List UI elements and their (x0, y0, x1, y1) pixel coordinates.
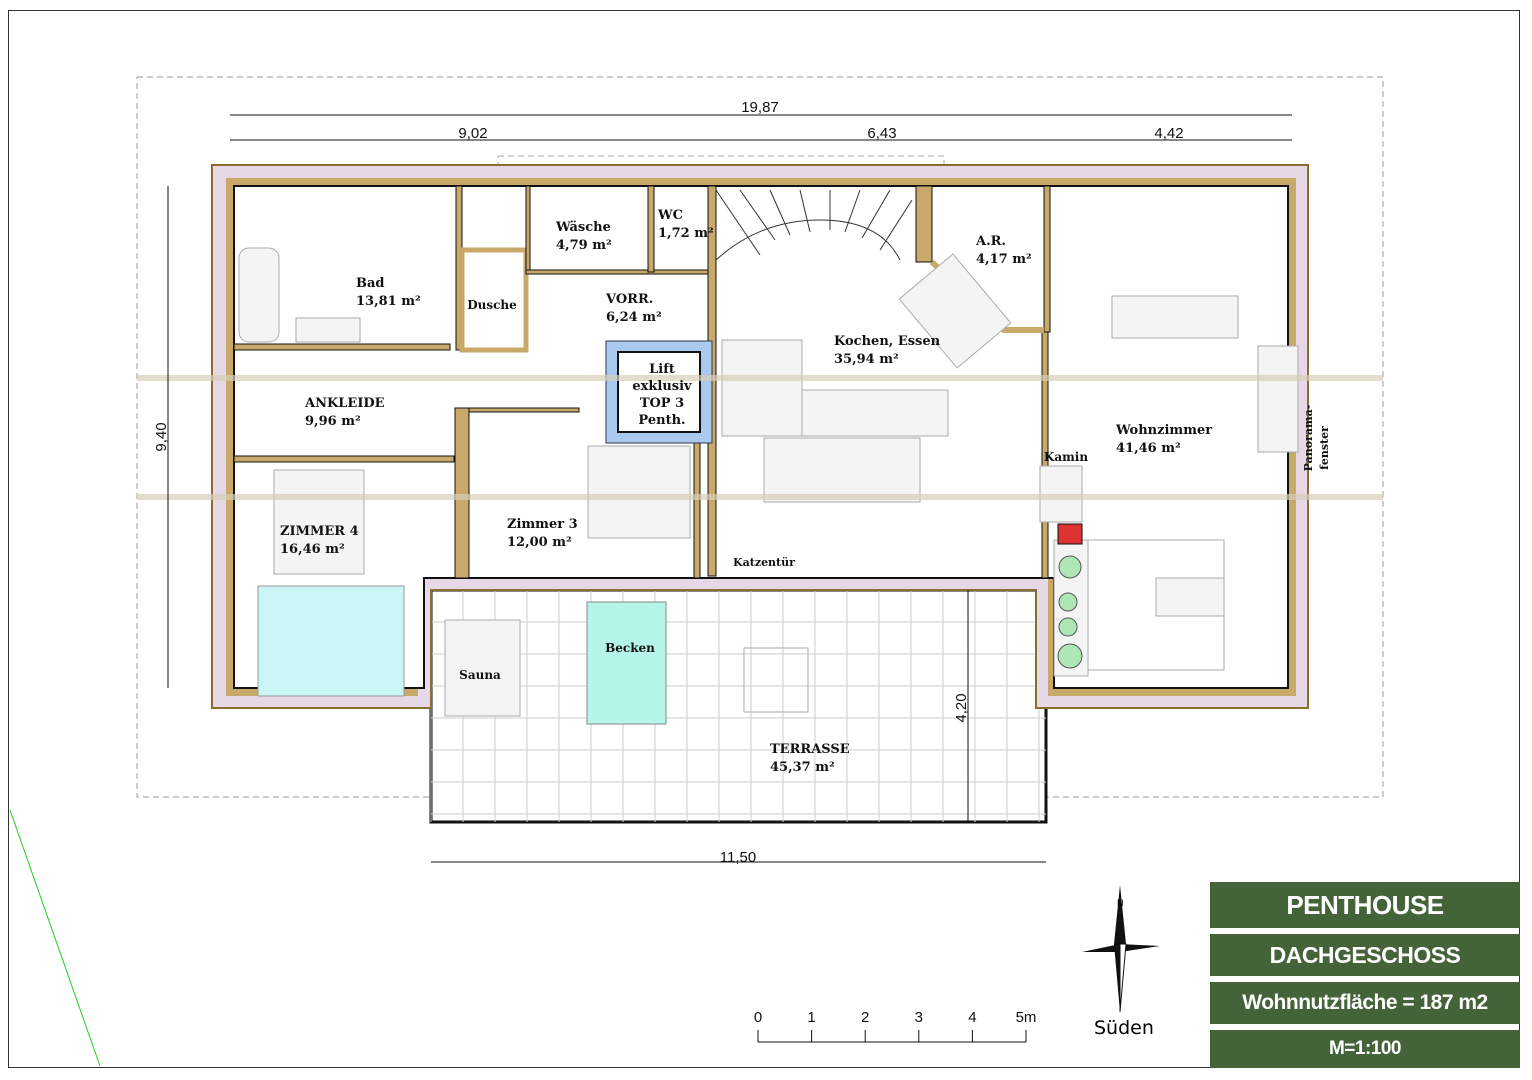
scale-label: 2 (861, 1009, 869, 1026)
room-area-zimmer-3: 12,00 m² (507, 535, 572, 550)
roof-outline (136, 76, 1384, 798)
skylight (257, 585, 405, 697)
label-panorama-1: Panorama- (1302, 405, 1315, 472)
label-lift-4: Penth. (638, 413, 685, 428)
compass-north: N (1117, 898, 1124, 908)
title-area: Wohnnutzfläche = 187 m2 (1210, 982, 1520, 1024)
room-name-w-sche: Wäsche (555, 220, 611, 235)
scale-bar: 0 1 2 3 4 5m (754, 1009, 1037, 1043)
label-lift-3: TOP 3 (640, 396, 684, 411)
room-area-vorr-: 6,24 m² (606, 310, 662, 325)
furniture (238, 247, 1299, 677)
dim-seg3: 4,42 (1154, 125, 1183, 142)
room-name-vorr-: VORR. (605, 292, 653, 307)
room-name-wc: WC (657, 208, 683, 223)
dim-terrace-depth: 4,20 (953, 693, 970, 722)
label-dusche: Dusche (467, 298, 517, 312)
lift (605, 340, 713, 444)
sauna (444, 619, 521, 717)
dimension-lines (167, 114, 1292, 863)
drawing-frame (8, 10, 1520, 1068)
label-lift-2: exklusiv (632, 379, 692, 394)
title-dachgeschoss: DACHGESCHOSS (1210, 934, 1520, 976)
compass-icon: N Süden (1082, 885, 1160, 1039)
staircase (715, 189, 913, 261)
room-area-wohnzimmer: 41,46 m² (1116, 441, 1181, 456)
title-scale: M=1:100 (1210, 1030, 1520, 1068)
label-sauna: Sauna (459, 668, 501, 682)
grid-axes (137, 375, 1383, 500)
pool (586, 601, 667, 725)
room-name-terrasse: TERRASSE (770, 742, 850, 757)
label-katzentuer: Katzentür (733, 556, 795, 569)
dim-total-width: 19,87 (741, 99, 779, 116)
label-becken: Becken (605, 641, 655, 655)
scale-label: 3 (915, 1009, 923, 1026)
label-panorama-2: fenster (1318, 426, 1331, 470)
lounge-table (743, 647, 809, 713)
room-area-terrasse: 45,37 m² (770, 760, 835, 775)
dim-depth: 9,40 (153, 422, 170, 451)
room-name-bad: Bad (356, 276, 385, 291)
site-line (9, 809, 101, 1067)
room-name-wohnzimmer: Wohnzimmer (1115, 423, 1212, 438)
dim-seg1: 9,02 (458, 125, 487, 142)
scale-label: 0 (754, 1009, 762, 1026)
room-area-wc: 1,72 m² (658, 226, 714, 241)
room-name-a-r-: A.R. (975, 234, 1006, 249)
room-name-zimmer-4: ZIMMER 4 (280, 524, 359, 539)
label-lift-1: Lift (649, 362, 675, 377)
terrace (429, 588, 1048, 824)
room-area-ankleide: 9,96 m² (305, 414, 361, 429)
scale-label: 1 (807, 1009, 815, 1026)
scale-label: 4 (968, 1009, 976, 1026)
dim-seg2: 6,43 (867, 125, 896, 142)
scale-label: 5m (1016, 1009, 1037, 1026)
label-kamin: Kamin (1044, 450, 1088, 464)
title-penthouse: PENTHOUSE (1210, 882, 1520, 928)
room-area-kochen-essen: 35,94 m² (834, 352, 899, 367)
room-name-ankleide: ANKLEIDE (304, 396, 385, 411)
room-area-w-sche: 4,79 m² (556, 238, 612, 253)
plants (1057, 555, 1083, 669)
room-area-zimmer-4: 16,46 m² (280, 542, 345, 557)
fireplace (1057, 523, 1083, 545)
room-area-bad: 13,81 m² (356, 294, 421, 309)
room-area-a-r-: 4,17 m² (976, 252, 1032, 267)
compass-label: Süden (1094, 1017, 1154, 1039)
room-name-kochen-essen: Kochen, Essen (834, 334, 941, 349)
room-name-zimmer-3: Zimmer 3 (507, 517, 578, 532)
dim-terrace-width: 11,50 (720, 849, 756, 866)
